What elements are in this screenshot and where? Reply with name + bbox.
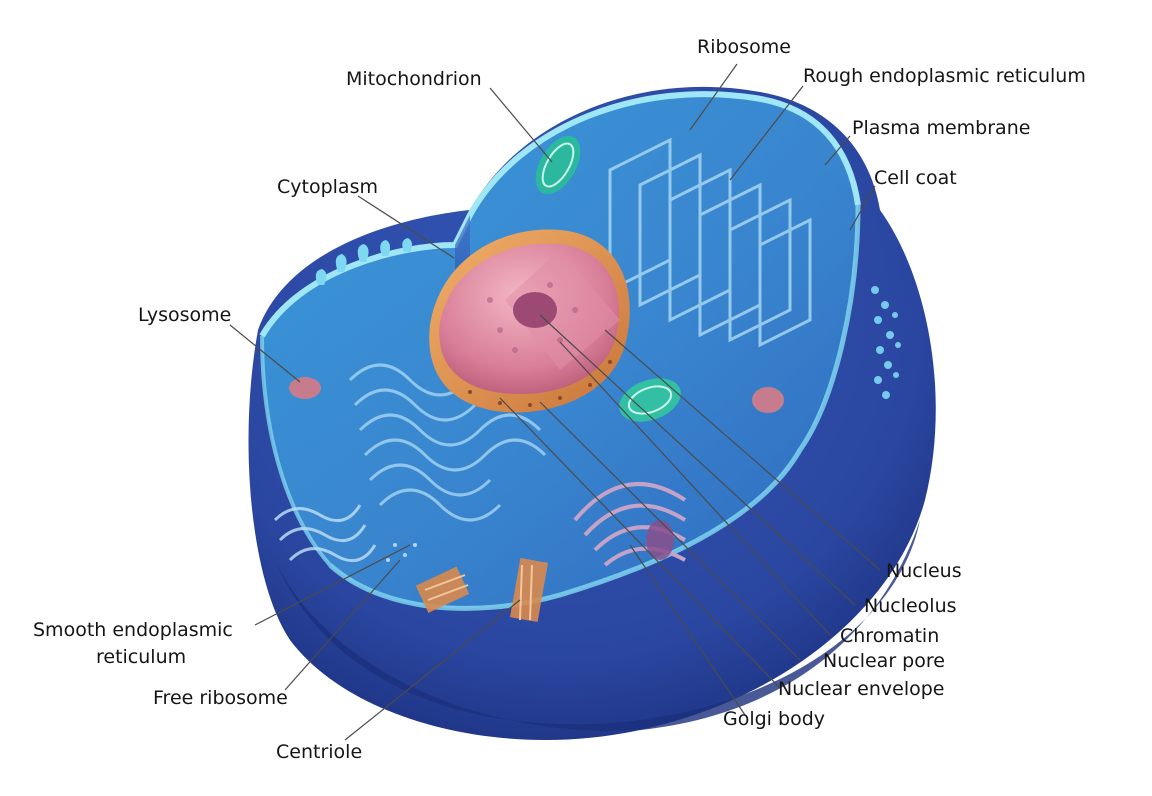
nucleus-cut-face [505,250,620,370]
nucleolus-shape [513,292,557,328]
label-centriole: Centriole [276,741,363,763]
label-nuclear-envelope: Nuclear envelope [778,678,945,700]
mitochondrion-top [535,135,581,195]
label-golgi-body: Golgi body [723,708,825,730]
rough-er-stacks [608,137,812,348]
lysosome-left [289,377,321,399]
mitochondrion-right [619,378,681,422]
golgi-body-shape [573,482,687,567]
nuclear-pores [468,360,612,407]
chromatin-texture [487,282,578,353]
lysosome-right [752,387,784,413]
label-nucleolus: Nucleolus [864,595,957,617]
label-plasma-membrane: Plasma membrane [852,117,1031,139]
label-nucleus: Nucleus [886,560,962,582]
label-smooth-er-line1: Smooth endoplasmic [33,619,233,641]
label-ribosome: Ribosome [697,36,791,58]
label-lysosome: Lysosome [138,304,232,326]
label-rough-er: Rough endoplasmic reticulum [803,65,1086,87]
membrane-rim-left [260,335,332,567]
label-cytoplasm: Cytoplasm [277,176,378,198]
label-cell-coat: Cell coat [874,167,957,189]
microvilli-right [871,286,901,399]
label-smooth-er-line2: reticulum [96,646,187,668]
free-ribosomes [386,543,417,562]
label-nuclear-pore: Nuclear pore [823,650,945,672]
label-mitochondrion: Mitochondrion [346,68,482,90]
microvilli-left [315,238,413,285]
label-chromatin: Chromatin [840,625,940,647]
leader-lines [229,63,881,741]
smooth-er [273,504,377,563]
membrane-rim [259,91,861,338]
label-free-ribosome: Free ribosome [153,687,288,709]
